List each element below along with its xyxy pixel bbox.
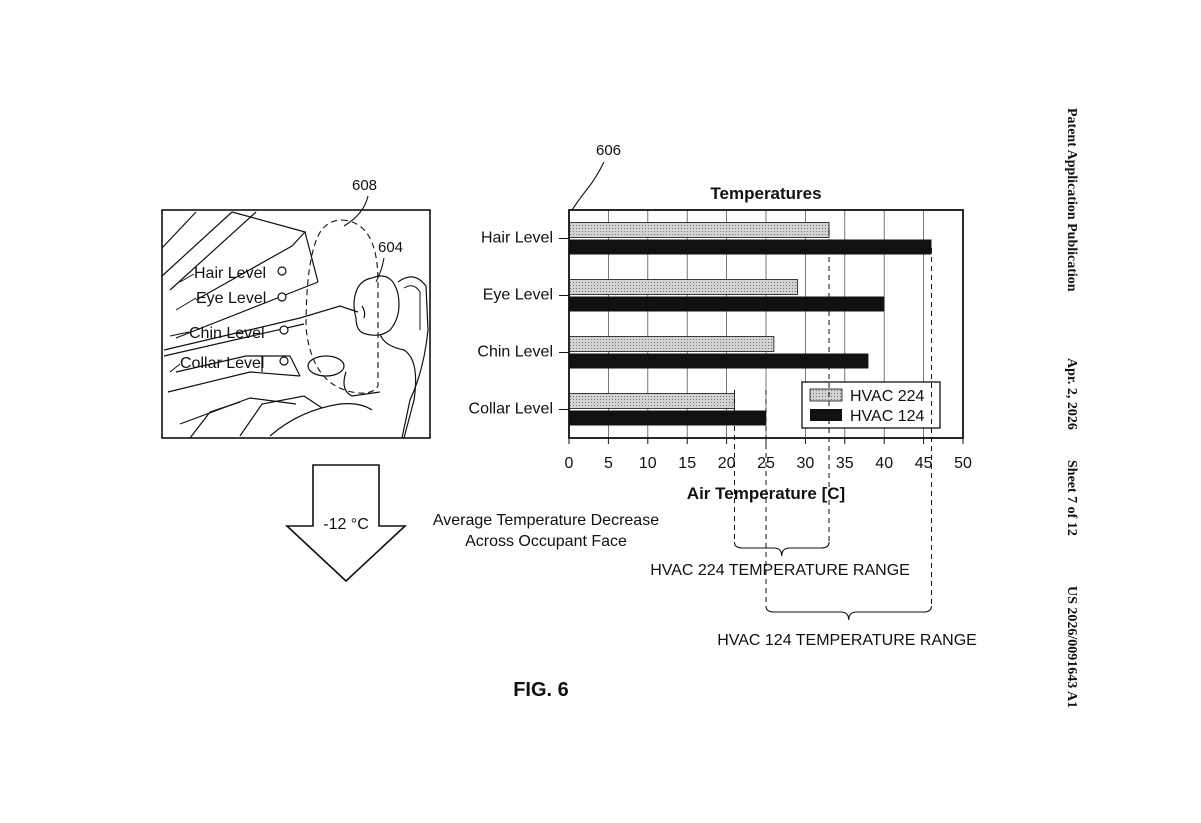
hair-marker — [277, 266, 287, 276]
temperature-range-guides — [733, 230, 933, 621]
ref-608: 608 — [352, 177, 377, 194]
ref-606: 606 — [596, 142, 621, 159]
header-date: Apr. 2, 2026 — [1064, 358, 1079, 430]
range-label-hvac124: HVAC 124 TEMPERATURE RANGE — [717, 632, 977, 649]
range-label-hvac224: HVAC 224 TEMPERATURE RANGE — [650, 562, 910, 579]
steering-wheel — [307, 355, 345, 377]
chart-title: Temperatures — [710, 184, 821, 203]
category-label: Collar Level — [469, 401, 553, 418]
x-tick-label: 10 — [639, 455, 657, 472]
occupant-figure — [269, 275, 417, 439]
x-tick-label: 30 — [797, 455, 815, 472]
range-brace-hvac124 — [765, 605, 933, 621]
x-tick-label: 5 — [604, 455, 613, 472]
bar-hvac224 — [568, 336, 775, 352]
cabin-label-chin: Chin Level — [189, 325, 265, 342]
x-tick-label: 45 — [915, 455, 933, 472]
chart-bars — [568, 222, 932, 426]
bar-hvac224 — [568, 279, 798, 295]
eye-marker — [277, 292, 287, 302]
bar-hvac224 — [568, 222, 830, 238]
x-tick-label: 35 — [836, 455, 854, 472]
range-brace-hvac224 — [733, 541, 830, 557]
x-tick-label: 0 — [565, 455, 574, 472]
cabin-frame — [161, 209, 431, 439]
legend-label-hvac124: HVAC 124 — [850, 408, 925, 425]
patent-header: Patent Application Publication Apr. 2, 2… — [1064, 108, 1079, 708]
ref-604: 604 — [378, 239, 403, 256]
category-label: Chin Level — [477, 344, 553, 361]
chin-marker — [279, 325, 289, 335]
x-tick-label: 50 — [954, 455, 972, 472]
figure-label: FIG. 6 — [513, 679, 569, 701]
cabin-illustration: Hair Level Eye Level Chin Level Collar L… — [161, 177, 431, 439]
arrow-value: -12 °C — [323, 516, 369, 533]
arrow-caption-line2: Across Occupant Face — [465, 533, 627, 550]
legend-label-hvac224: HVAC 224 — [850, 388, 925, 405]
x-tick-label: 20 — [718, 455, 736, 472]
header-number: US 2026/0091643 A1 — [1064, 586, 1079, 708]
cabin-label-collar: Collar Level — [180, 355, 264, 372]
cabin-level-labels: Hair Level Eye Level Chin Level Collar L… — [169, 265, 289, 373]
ref-606-leader — [571, 161, 605, 211]
cabin-label-hair: Hair Level — [194, 265, 266, 282]
x-tick-label: 15 — [678, 455, 696, 472]
bar-hvac124 — [569, 410, 766, 426]
cabin-label-eye: Eye Level — [196, 290, 266, 307]
header-sheet: Sheet 7 of 12 — [1064, 460, 1079, 536]
legend-swatch-hvac124 — [810, 409, 842, 421]
dashed-zone — [305, 219, 379, 394]
x-tick-label: 40 — [875, 455, 893, 472]
legend-swatch-hvac224 — [809, 388, 843, 402]
bar-hvac124 — [569, 296, 885, 312]
windshield-lines — [161, 211, 359, 439]
bar-hvac124 — [569, 239, 932, 255]
category-label: Eye Level — [483, 287, 553, 304]
bar-hvac224 — [568, 393, 735, 409]
arrow-caption-line1: Average Temperature Decrease — [433, 512, 659, 529]
chart-legend: HVAC 224 HVAC 124 — [801, 381, 941, 429]
header-publication: Patent Application Publication — [1064, 108, 1079, 292]
bar-hvac124 — [569, 353, 869, 369]
category-label: Hair Level — [481, 230, 553, 247]
collar-marker — [279, 356, 289, 366]
temperature-decrease-arrow: -12 °C — [284, 464, 408, 583]
